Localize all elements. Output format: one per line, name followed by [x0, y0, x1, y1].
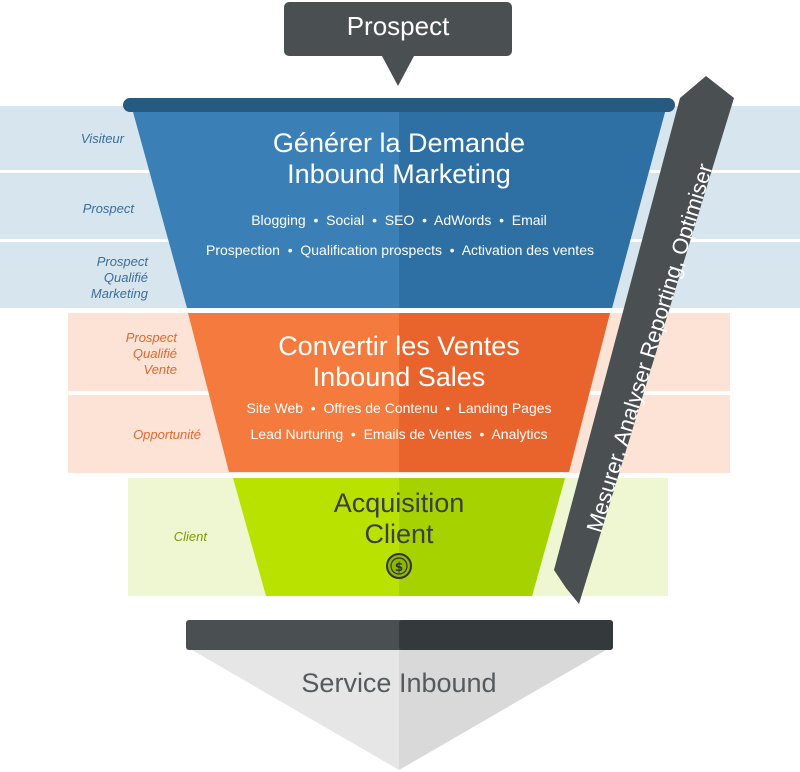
service-title: Service Inbound	[301, 668, 497, 698]
convert-activities: Lead Nurturing • Emails de Ventes • Anal…	[250, 426, 548, 442]
stage-client: Client	[173, 529, 207, 544]
stage-prospect-qualifie-marketing: Prospect Qualifié Marketing	[90, 254, 148, 301]
generate-title-line1: Générer la Demande	[272, 128, 526, 158]
svg-text:$: $	[395, 560, 403, 574]
generate-activities: Prospection • Qualification prospects • …	[205, 242, 594, 258]
acquire-title-line1: Acquisition	[333, 488, 465, 518]
convert-title-line2: Inbound Sales	[312, 362, 486, 392]
prospect-badge	[284, 2, 512, 86]
prospect-badge-label: Prospect	[346, 11, 450, 41]
dollar-coin-icon: $	[386, 553, 412, 579]
generate-channels: Blogging • Social • SEO • AdWords • Emai…	[251, 212, 547, 228]
stage-visiteur: Visiteur	[80, 131, 124, 146]
funnel-rim	[123, 98, 675, 112]
convert-title-line1: Convertir les Ventes	[278, 331, 520, 361]
generate-title-line2: Inbound Marketing	[287, 159, 511, 189]
convert-channels: Site Web • Offres de Contenu • Landing P…	[246, 400, 552, 416]
stage-opportunite: Opportunité	[133, 427, 201, 442]
acquire-title-line2: Client	[364, 519, 434, 549]
measure-arrow	[554, 76, 734, 604]
stage-prospect-qualifie-vente: Prospect Qualifié Vente	[125, 330, 177, 377]
stage-prospect: Prospect	[82, 201, 134, 216]
